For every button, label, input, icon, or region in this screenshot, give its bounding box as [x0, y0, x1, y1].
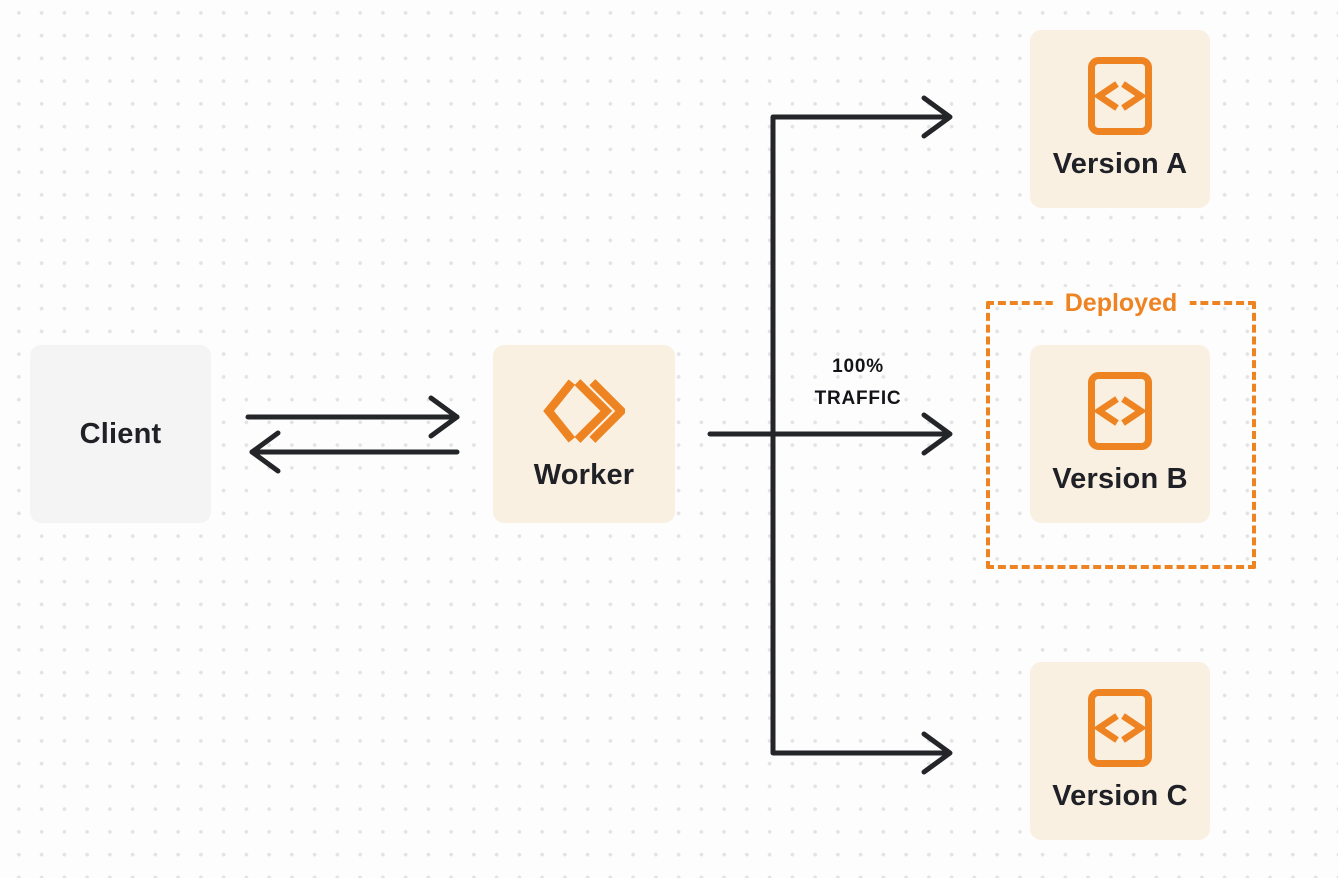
version-b-label: Version B: [1052, 463, 1188, 495]
traffic-percentage-label: 100% TRAFFIC: [778, 351, 938, 415]
traffic-percentage-word: TRAFFIC: [814, 388, 902, 409]
version-a-label: Version A: [1052, 148, 1188, 180]
node-worker: Worker: [493, 345, 675, 523]
worker-label: Worker: [533, 459, 635, 491]
arrowhead-version-c: [921, 731, 953, 775]
code-file-icon: [1088, 57, 1152, 135]
deployed-group-outline: Deployed: [986, 287, 1256, 569]
node-version-a: Version A: [1030, 30, 1210, 208]
traffic-percentage-value: 100%: [832, 356, 884, 377]
code-file-icon: [1088, 372, 1152, 450]
node-version-b: Version B: [1030, 345, 1210, 523]
arrowhead-client-to-worker: [428, 395, 460, 439]
arrowhead-version-b: [921, 412, 953, 456]
version-c-label: Version C: [1052, 780, 1188, 812]
arrowhead-version-a: [921, 95, 953, 139]
node-version-c: Version C: [1030, 662, 1210, 840]
deployed-group-label: Deployed: [1052, 287, 1190, 319]
code-file-icon: [1088, 689, 1152, 767]
client-label: Client: [79, 417, 162, 450]
workers-double-chevron-icon: [543, 379, 625, 443]
arrowhead-worker-to-client: [249, 430, 281, 474]
edge-branch-trunk: [770, 114, 947, 756]
node-client: Client: [30, 345, 211, 523]
